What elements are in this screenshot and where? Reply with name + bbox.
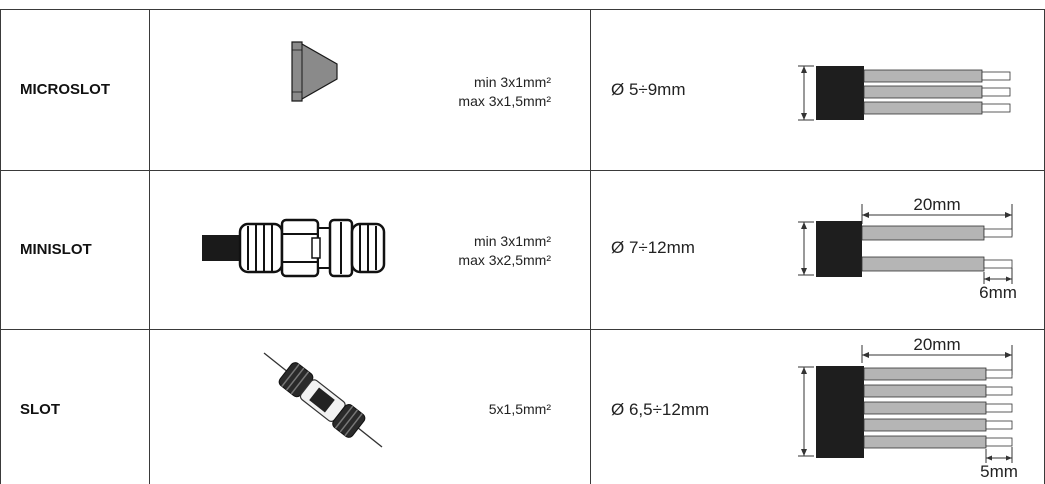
three-wire-cable-icon	[798, 65, 1011, 121]
strip-length-label: 20mm	[913, 195, 960, 214]
wire-end-label: 6mm	[979, 283, 1017, 300]
column-divider	[590, 9, 591, 484]
diameter-slot: Ø 6,5÷12mm	[611, 400, 710, 419]
five-wire-cable-icon: 20mm 5mm	[798, 335, 1018, 479]
spec-line: 5x1,5mm²	[488, 401, 551, 417]
row-name-microslot: MICROSLOT	[20, 81, 110, 98]
spec-minislot: min 3x1mm² max 3x2,5mm²	[458, 232, 551, 270]
row-name-slot: SLOT	[20, 401, 60, 418]
wire-end-label: 5mm	[980, 462, 1018, 479]
microslot-connector-icon	[291, 41, 338, 102]
minislot-connector-icon	[202, 218, 386, 278]
diameter-microslot: Ø 5÷9mm	[611, 80, 686, 99]
column-divider	[0, 9, 1, 484]
strip-length-label: 20mm	[913, 335, 960, 354]
two-wire-cable-icon: 20mm 6mm	[798, 195, 1017, 300]
spec-line-max: max 3x2,5mm²	[458, 252, 551, 268]
spec-line-min: min 3x1mm²	[473, 74, 551, 90]
table-top-border	[0, 9, 1045, 10]
column-divider	[149, 9, 150, 484]
spec-microslot: min 3x1mm² max 3x1,5mm²	[458, 73, 551, 111]
slot-connector-icon	[263, 352, 383, 448]
spec-line-max: max 3x1,5mm²	[458, 93, 551, 109]
spec-line-min: min 3x1mm²	[473, 233, 551, 249]
row-divider	[0, 170, 1045, 171]
spec-slot: 5x1,5mm²	[489, 400, 551, 419]
diameter-minislot: Ø 7÷12mm	[611, 238, 695, 257]
row-divider	[0, 329, 1045, 330]
row-name-minislot: MINISLOT	[20, 241, 92, 258]
